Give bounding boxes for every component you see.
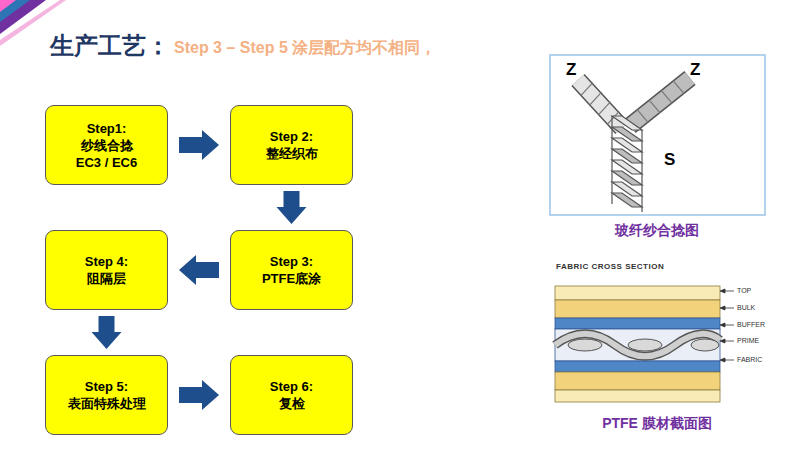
step-number: Step 5:	[85, 378, 128, 395]
subtitle-note: Step 3 – Step 5 涂层配方均不相同，	[174, 38, 436, 59]
block-arrow	[92, 316, 122, 349]
step-text: 复检	[279, 395, 305, 412]
step-text: EC3 / EC6	[76, 154, 137, 171]
block-arrow	[277, 191, 307, 224]
photo-frame	[550, 55, 765, 215]
figure-heading: FABRIC CROSS SECTION	[556, 262, 664, 271]
process-box: Step 3:PTFE底涂	[230, 230, 353, 310]
step-number: Step 3:	[270, 253, 313, 270]
step-text: 纱线合捻	[81, 137, 133, 154]
step-number: Step1:	[87, 120, 127, 137]
step-text: 阻隔层	[87, 270, 126, 287]
figure-caption: 玻纤纱合捻图	[615, 222, 699, 240]
layer-label: TOP	[737, 287, 751, 294]
step-text: PTFE底涂	[262, 270, 321, 287]
layer-label: PRIME	[737, 337, 759, 344]
slide-title: 生产工艺：	[50, 30, 170, 62]
yarn-twist-figure	[578, 78, 690, 212]
twist-letter: Z	[690, 60, 700, 80]
fabric-cross-section	[555, 286, 734, 402]
layer-label: BULK	[737, 304, 755, 311]
block-arrow	[179, 380, 219, 410]
figure-caption: PTFE 膜材截面图	[602, 415, 712, 433]
block-arrow	[179, 255, 219, 285]
step-text: 整经织布	[266, 145, 318, 162]
twist-letter: Z	[566, 60, 576, 80]
step-number: Step 2:	[270, 128, 313, 145]
process-box: Step 6:复检	[230, 355, 353, 435]
block-arrow	[179, 130, 219, 160]
step-text: 表面特殊处理	[68, 395, 146, 412]
layer-label: BUFFER	[737, 321, 765, 328]
layer-label: FABRIC	[737, 356, 762, 363]
twist-letter: S	[664, 150, 675, 170]
process-box: Step 5:表面特殊处理	[45, 355, 168, 435]
process-box: Step1:纱线合捻EC3 / EC6	[45, 105, 168, 185]
step-number: Step 6:	[270, 378, 313, 395]
process-box: Step 2:整经织布	[230, 105, 353, 185]
process-box: Step 4:阻隔层	[45, 230, 168, 310]
step-number: Step 4:	[85, 253, 128, 270]
